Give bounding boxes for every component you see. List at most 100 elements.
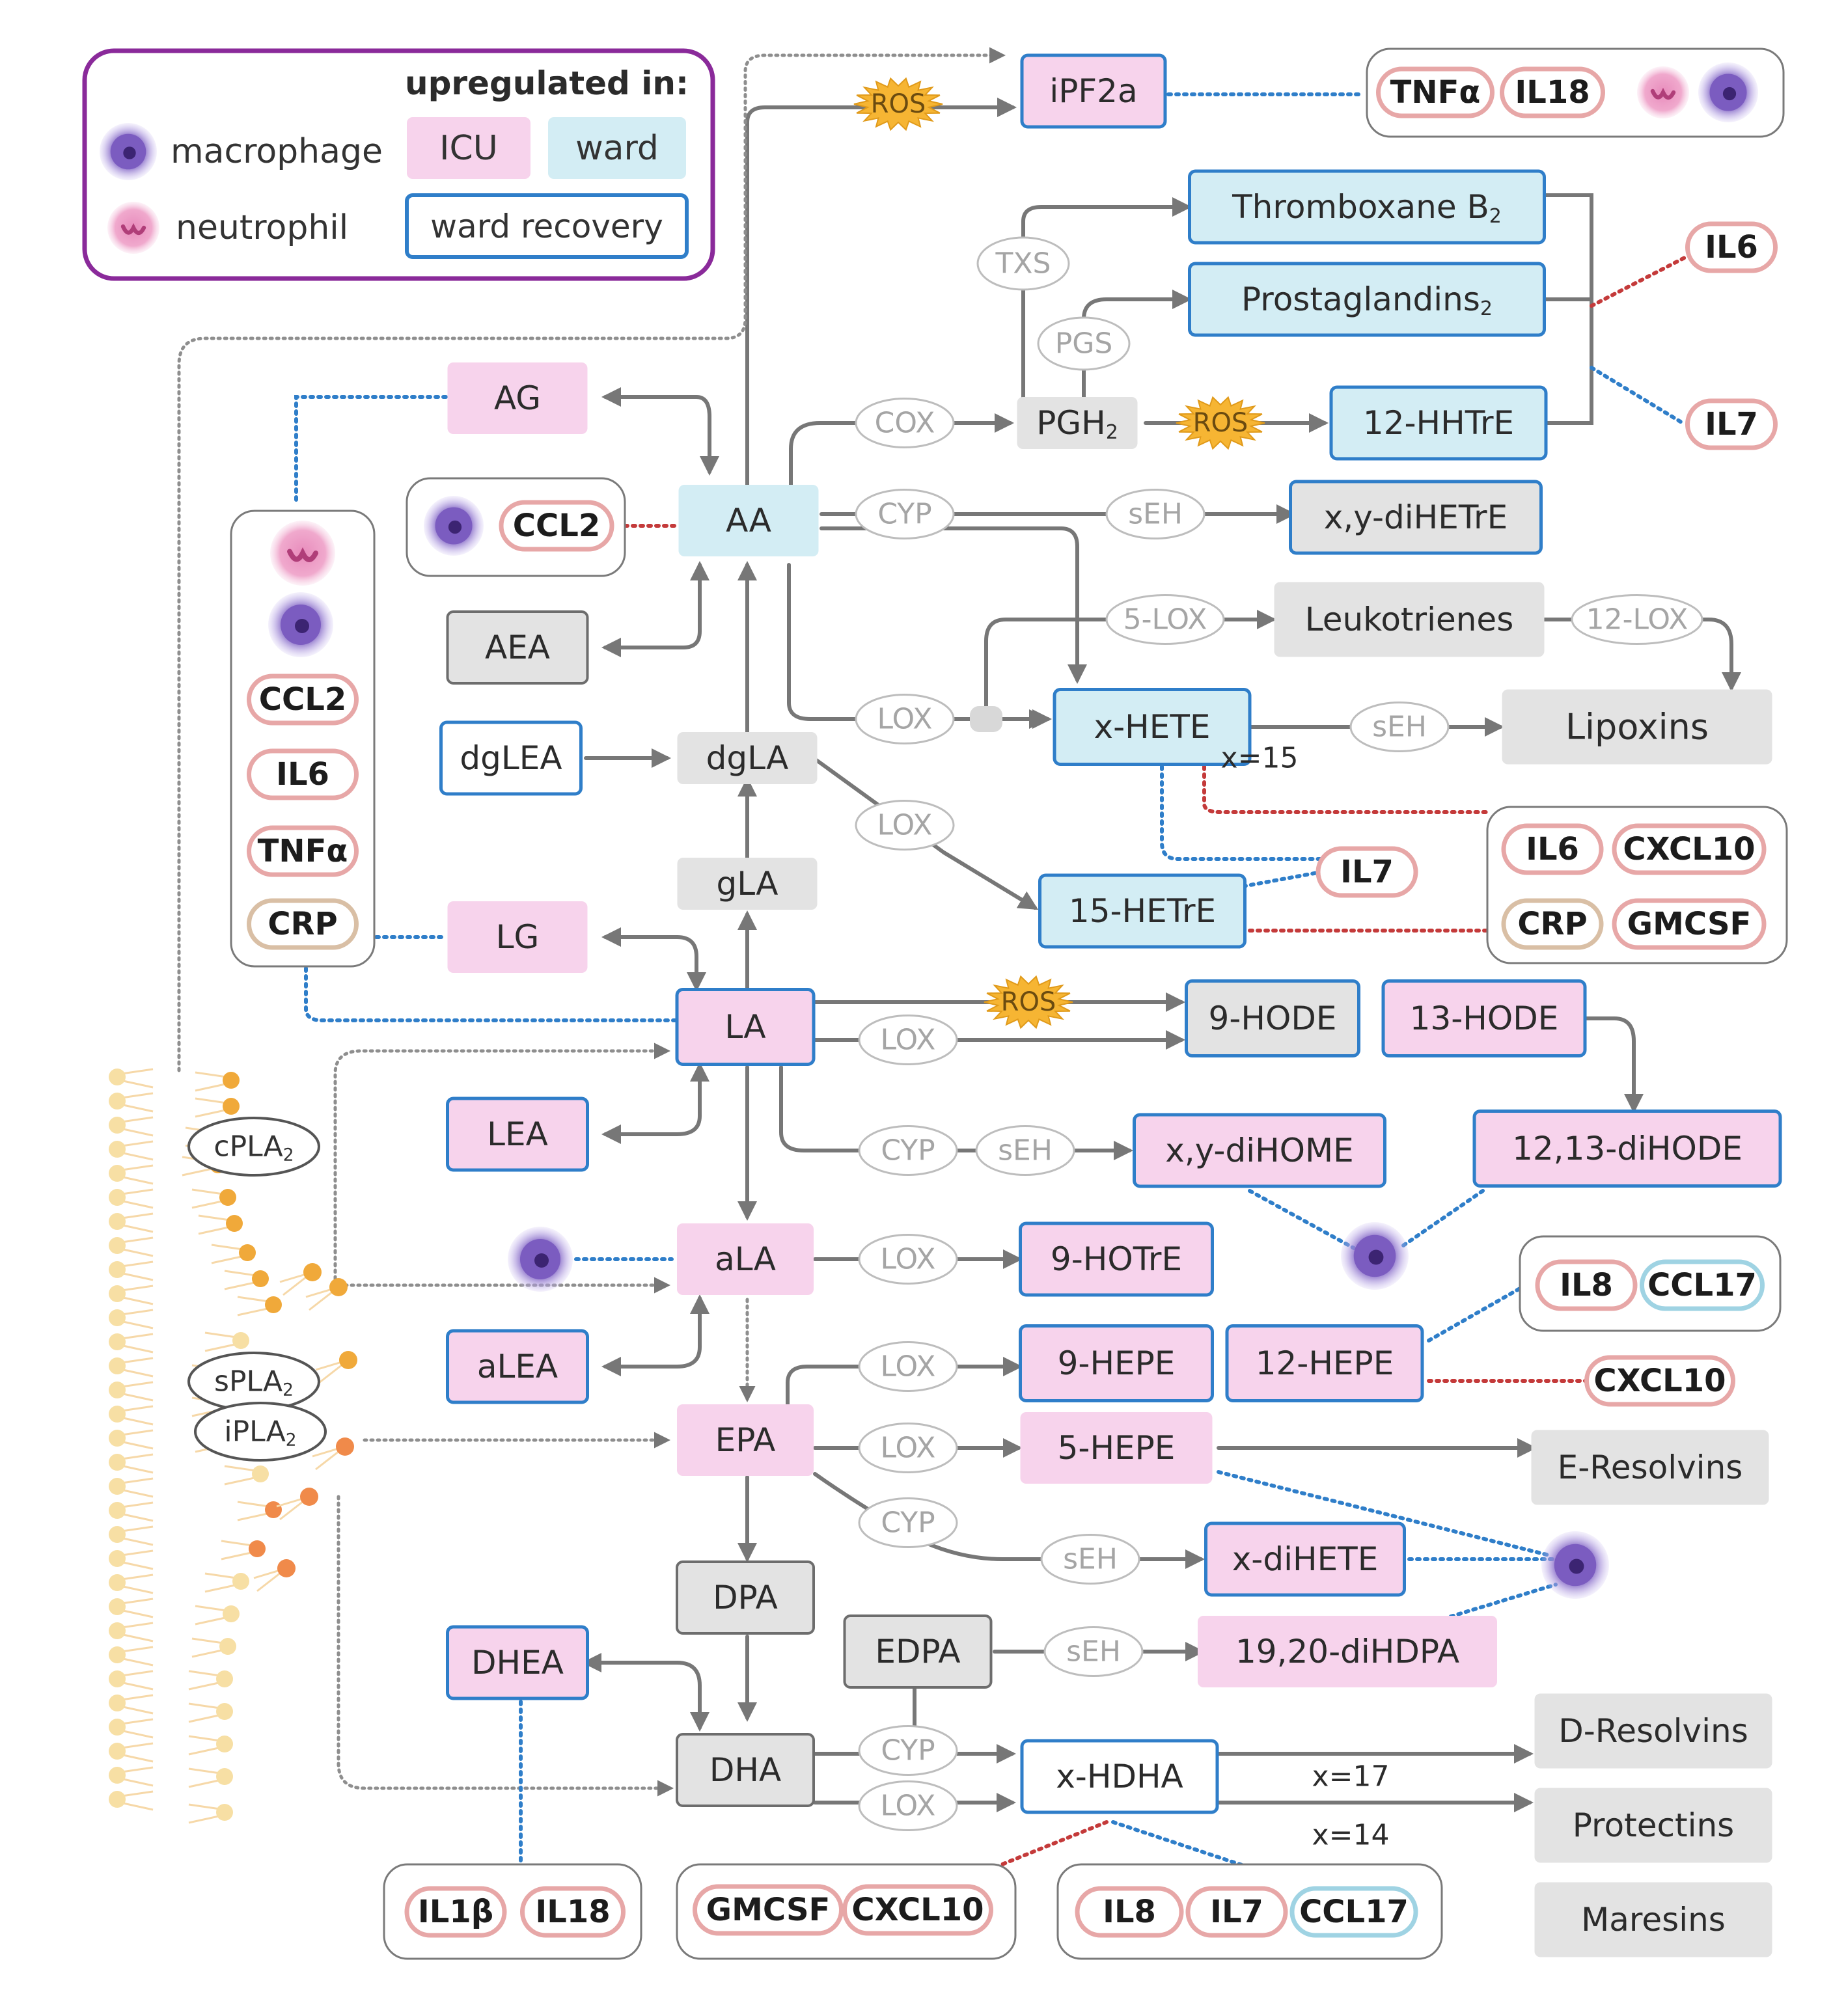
subscript: 2 bbox=[1480, 297, 1493, 320]
node-epa[interactable]: EPA bbox=[677, 1404, 814, 1476]
node-hetre15-box bbox=[1038, 873, 1247, 949]
node-hepe5[interactable]: 5-HEPE bbox=[1020, 1412, 1213, 1484]
node-hepe12[interactable]: 12-HEPE bbox=[1225, 1324, 1424, 1402]
ros-badge-hhtre: ROS bbox=[1176, 396, 1265, 450]
ros-badge-ipf2a-label: ROS bbox=[871, 89, 926, 119]
node-alea-label: aLEA bbox=[477, 1348, 558, 1385]
node-hotre9[interactable]: 9-HOTrE bbox=[1019, 1221, 1214, 1297]
node-hode9[interactable]: 9-HODE bbox=[1185, 979, 1360, 1057]
node-dresolvins[interactable]: D-Resolvins bbox=[1534, 1693, 1772, 1769]
lipid-head bbox=[232, 1332, 249, 1349]
lipid-head bbox=[109, 1165, 126, 1182]
phospholipid bbox=[109, 1477, 154, 1498]
lox-enzyme-epa-5-oval bbox=[858, 1423, 958, 1473]
node-xhete[interactable]: x-HETE bbox=[1053, 688, 1252, 766]
annotation-x14: x=14 bbox=[1312, 1819, 1390, 1852]
node-dgla-box bbox=[677, 732, 818, 784]
seh-enzyme-epa: sEH bbox=[1040, 1534, 1140, 1585]
ros-badge-hode9-burst bbox=[984, 975, 1073, 1029]
node-dpa[interactable]: DPA bbox=[676, 1560, 815, 1635]
node-dha[interactable]: DHA bbox=[676, 1733, 815, 1807]
node-xdihete[interactable]: x-diHETE bbox=[1204, 1521, 1406, 1597]
node-dha-label: DHA bbox=[709, 1751, 781, 1789]
pill-ccl17-dha: CCL17 bbox=[1289, 1886, 1418, 1938]
node-dihdpa-box bbox=[1198, 1616, 1497, 1687]
node-leukotrienes[interactable]: Leukotrienes bbox=[1274, 582, 1545, 657]
cox-enzyme: COX bbox=[855, 398, 955, 448]
node-la[interactable]: LA bbox=[675, 988, 816, 1066]
phospholipid bbox=[109, 1670, 154, 1691]
node-gla[interactable]: gLA bbox=[677, 858, 818, 910]
seh-enzyme-xhete-label: sEH bbox=[1372, 711, 1427, 744]
node-hetre15[interactable]: 15-HETrE bbox=[1038, 873, 1247, 949]
pill-cxcl10-hete-label: CXCL10 bbox=[1623, 831, 1755, 867]
node-alea[interactable]: aLEA bbox=[446, 1329, 589, 1404]
node-aa-label: AA bbox=[726, 502, 771, 539]
node-ala[interactable]: aLA bbox=[677, 1223, 814, 1295]
node-hepe9[interactable]: 9-HEPE bbox=[1019, 1324, 1214, 1402]
lipid-head bbox=[249, 1540, 266, 1557]
node-prostaglandins[interactable]: Prostaglandins2 bbox=[1188, 262, 1546, 337]
node-ipf2a[interactable]: iPF2a bbox=[1020, 53, 1167, 129]
node-aa[interactable]: AA bbox=[678, 485, 819, 556]
lipid-head bbox=[216, 1768, 233, 1785]
phospholipid bbox=[109, 1092, 154, 1113]
lipid-head bbox=[216, 1804, 233, 1821]
node-dihode[interactable]: 12,13-diHODE bbox=[1472, 1110, 1782, 1188]
legend-ward-recovery-label: ward recovery bbox=[430, 208, 663, 245]
node-maresins[interactable]: Maresins bbox=[1534, 1882, 1772, 1957]
phospholipid bbox=[109, 1381, 154, 1402]
lox12-enzyme-oval bbox=[1571, 594, 1703, 645]
hepe5-macro-blue bbox=[1217, 1470, 1551, 1557]
node-hode13[interactable]: 13-HODE bbox=[1381, 979, 1587, 1057]
pill-crp-hete-label: CRP bbox=[1517, 906, 1587, 942]
node-dglea[interactable]: dgLEA bbox=[439, 720, 583, 796]
pill-ccl17-hepe: CCL17 bbox=[1640, 1259, 1765, 1311]
lox-enzyme-ala: LOX bbox=[858, 1234, 958, 1285]
lipid-head bbox=[109, 1719, 126, 1736]
node-aea[interactable]: AEA bbox=[446, 610, 589, 685]
node-ag[interactable]: AG bbox=[447, 362, 588, 434]
pill-cxcl10-hete-pill bbox=[1612, 823, 1767, 875]
node-aa-box bbox=[678, 485, 819, 556]
released-lipid bbox=[315, 1351, 357, 1384]
node-protectins[interactable]: Protectins bbox=[1534, 1788, 1772, 1863]
lipid-head bbox=[109, 1213, 126, 1230]
node-pgh2-label: PGH2 bbox=[1036, 404, 1118, 444]
node-xhdha[interactable]: x-HDHA bbox=[1020, 1739, 1219, 1814]
neutrophil-nucleus bbox=[120, 223, 146, 236]
phospholipid bbox=[109, 1068, 154, 1089]
node-eresolvins[interactable]: E-Resolvins bbox=[1531, 1430, 1769, 1505]
legend-neutrophil-icon bbox=[107, 202, 159, 254]
node-dhea[interactable]: DHEA bbox=[446, 1625, 589, 1700]
node-pgh2-box bbox=[1017, 397, 1138, 449]
pgh2-txs-line bbox=[1021, 197, 1192, 405]
node-dihetre[interactable]: x,y-diHETrE bbox=[1289, 480, 1543, 555]
lipid-head bbox=[109, 1695, 126, 1711]
node-lg[interactable]: LG bbox=[447, 901, 588, 973]
seh-enzyme-aa: sEH bbox=[1105, 489, 1205, 539]
pill-il7-prostanoid-label: IL7 bbox=[1705, 406, 1758, 443]
node-dihdpa[interactable]: 19,20-diHDPA bbox=[1198, 1616, 1497, 1687]
lox12-enzyme-label: 12-LOX bbox=[1586, 603, 1688, 636]
node-dgla[interactable]: dgLA bbox=[677, 732, 818, 784]
node-lea[interactable]: LEA bbox=[446, 1097, 589, 1172]
node-edpa[interactable]: EDPA bbox=[843, 1614, 993, 1689]
cyp-enzyme-epa-oval bbox=[858, 1497, 958, 1548]
node-thromboxane-label: Thromboxane B2 bbox=[1232, 188, 1502, 228]
lipid-head bbox=[109, 1430, 126, 1447]
pill-il8-hepe: IL8 bbox=[1535, 1259, 1638, 1311]
node-hhtre[interactable]: 12-HHTrE bbox=[1329, 385, 1548, 461]
annotation-x15: x=15 bbox=[1221, 742, 1299, 775]
node-thromboxane[interactable]: Thromboxane B2 bbox=[1188, 169, 1546, 245]
node-pgh2[interactable]: PGH2 bbox=[1017, 397, 1138, 449]
node-lipoxins[interactable]: Lipoxins bbox=[1502, 689, 1772, 765]
phospholipid bbox=[195, 1071, 240, 1092]
pill-crp-panel: CRP bbox=[247, 898, 359, 950]
node-dihome[interactable]: x,y-diHOME bbox=[1133, 1113, 1386, 1188]
macrophage-nucleus bbox=[123, 146, 136, 159]
lox-enzyme-aa-label: LOX bbox=[877, 703, 933, 736]
subscript: 2 bbox=[1489, 205, 1502, 228]
node-xdihete-box bbox=[1204, 1521, 1406, 1597]
lipid-head bbox=[223, 1072, 240, 1089]
